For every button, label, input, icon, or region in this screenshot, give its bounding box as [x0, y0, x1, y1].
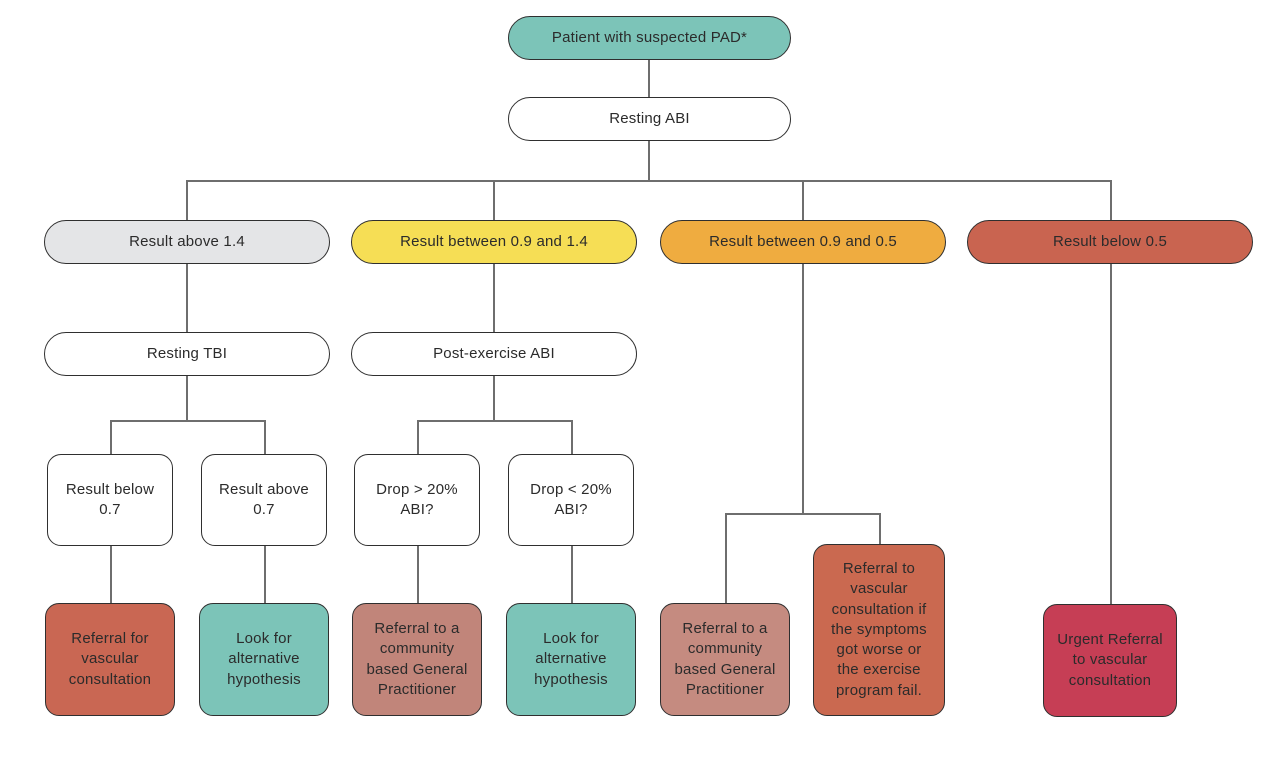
node-referral-community-gp-2: Referral to a community based General Pr…	[660, 603, 790, 716]
node-result-between-0-9-and-1-4: Result between 0.9 and 1.4	[351, 220, 637, 264]
connector-branch3-down	[802, 264, 804, 513]
connector-rail-to-branch-2	[493, 180, 495, 220]
node-result-below-0-5: Result below 0.5	[967, 220, 1253, 264]
connector-branch-rail	[186, 180, 1112, 182]
connector-branch4-down	[1110, 264, 1112, 604]
connector-branch2-to-postex	[493, 264, 495, 332]
connector-tbi-down	[186, 376, 188, 420]
connector-tbi-right-drop	[264, 420, 266, 454]
node-result-below-0-7: Result below 0.7	[47, 454, 173, 546]
connector-branch3-left-drop	[725, 513, 727, 603]
connector-postex-split	[417, 420, 573, 422]
node-referral-vascular-consultation: Referral for vascular consultation	[45, 603, 175, 716]
node-result-between-0-9-and-0-5: Result between 0.9 and 0.5	[660, 220, 946, 264]
node-result-above-1-4: Result above 1.4	[44, 220, 330, 264]
connector-rail-to-branch-4	[1110, 180, 1112, 220]
connector-tbi-left-drop	[110, 420, 112, 454]
connector-cond4-to-action	[571, 546, 573, 603]
connector-cond2-to-action	[264, 546, 266, 603]
node-drop-gt-20-abi: Drop > 20% ABI?	[354, 454, 480, 546]
connector-branch3-right-drop	[879, 513, 881, 544]
connector-rail-to-branch-1	[186, 180, 188, 220]
connector-resting-abi-down	[648, 141, 650, 180]
node-resting-tbi: Resting TBI	[44, 332, 330, 376]
node-patient-suspected-pad: Patient with suspected PAD*	[508, 16, 791, 60]
connector-root-to-resting-abi	[648, 60, 650, 97]
node-referral-community-gp-1: Referral to a community based General Pr…	[352, 603, 482, 716]
connector-postex-left-drop	[417, 420, 419, 454]
connector-branch1-to-tbi	[186, 264, 188, 332]
connector-postex-down	[493, 376, 495, 420]
node-result-above-0-7: Result above 0.7	[201, 454, 327, 546]
node-post-exercise-abi: Post-exercise ABI	[351, 332, 637, 376]
connector-cond1-to-action	[110, 546, 112, 603]
connector-cond3-to-action	[417, 546, 419, 603]
connector-tbi-split	[110, 420, 266, 422]
node-referral-vascular-if-worse: Referral to vascular consultation if the…	[813, 544, 945, 716]
connector-postex-right-drop	[571, 420, 573, 454]
node-look-alternative-hypothesis-1: Look for alternative hypothesis	[199, 603, 329, 716]
connector-branch3-split	[725, 513, 881, 515]
node-urgent-referral-vascular: Urgent Referral to vascular consultation	[1043, 604, 1177, 717]
node-look-alternative-hypothesis-2: Look for alternative hypothesis	[506, 603, 636, 716]
node-resting-abi: Resting ABI	[508, 97, 791, 141]
connector-rail-to-branch-3	[802, 180, 804, 220]
node-drop-lt-20-abi: Drop < 20% ABI?	[508, 454, 634, 546]
